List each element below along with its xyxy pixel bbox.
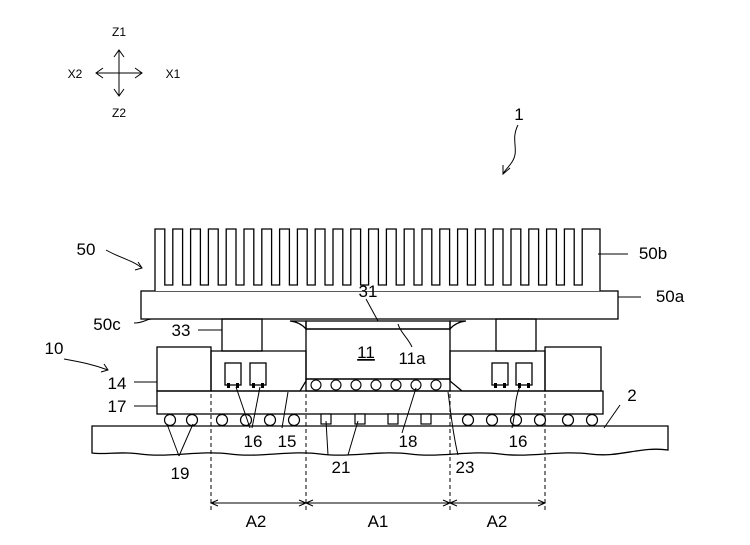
bump [350,379,362,391]
label-spacer-33: 33 [172,321,191,340]
label-small-parts-right-16: 16 [509,432,528,451]
region-label-a2-left: A2 [246,512,267,531]
solder-ball [215,413,229,427]
substrate-17 [156,390,604,415]
axis-label-x1: X1 [166,67,181,81]
spacer-left-33 [221,318,263,352]
axis-label-x2: X2 [68,67,83,81]
label-chip-top-11a: 11a [398,349,426,368]
leader-lines [63,124,641,457]
axis-indicator: Z1 Z2 X1 X2 [68,25,181,120]
pad [354,413,366,425]
fillet-left [289,320,307,331]
label-small-parts-left-16: 16 [244,432,263,451]
bump [330,379,342,391]
chip-11 [305,328,451,380]
solder-ball [185,413,199,427]
solder-ball [533,413,547,427]
small-parts-left-16 [224,362,267,388]
fin-comb [154,228,601,291]
component-block-14 [156,346,212,392]
bump [370,379,382,391]
label-component-block-14: 14 [108,374,127,393]
solder-ball [585,413,599,427]
solder-ball [163,413,177,427]
label-substrate-17: 17 [108,397,127,416]
heat-sink-fins-50b [154,228,601,291]
solder-ball [561,413,575,427]
label-mold-15: 15 [278,432,297,451]
small-parts-right-16 [491,362,533,388]
solder-ball [461,413,475,427]
label-base-bottom-50c: 50c [93,315,121,334]
label-underfill-23: 23 [456,458,475,477]
label-board-2: 2 [627,386,636,405]
pads-21 [320,413,432,425]
label-assembly-1: 1 [514,105,523,124]
label-solder-balls-19: 19 [171,464,190,483]
board-2 [91,425,669,456]
bump [310,379,322,391]
label-bumps-18: 18 [399,432,418,451]
bump [430,379,442,391]
region-label-a1: A1 [368,512,389,531]
axis-label-z1: Z1 [112,25,126,39]
solder-ball [287,413,301,427]
region-label-a2-right: A2 [487,512,508,531]
solder-ball [263,413,277,427]
label-chip-11: 11 [357,343,375,362]
bumps-18 [310,379,442,391]
pad [420,413,432,425]
thermal-layer-31 [305,320,451,330]
axis-label-z2: Z2 [112,106,126,120]
region-arrows: A2 A1 A2 [209,499,547,531]
label-package-10: 10 [45,339,64,358]
solder-ball [485,413,499,427]
bump [410,379,422,391]
bump [390,379,402,391]
region-lines [210,352,546,512]
label-base-50a: 50a [656,287,685,306]
label-fins-50b: 50b [639,244,667,263]
fillet-right [449,320,467,331]
label-pads-21: 21 [332,458,351,477]
component-block-right [544,346,602,392]
label-heat-sink-50: 50 [77,240,96,259]
solder-ball [509,413,523,427]
label-thermal-layer-31: 31 [359,282,378,301]
solder-balls-19 [163,413,599,427]
pad [387,413,399,425]
spacer-right-33 [495,318,537,352]
heat-sink-base-50a [140,290,619,320]
